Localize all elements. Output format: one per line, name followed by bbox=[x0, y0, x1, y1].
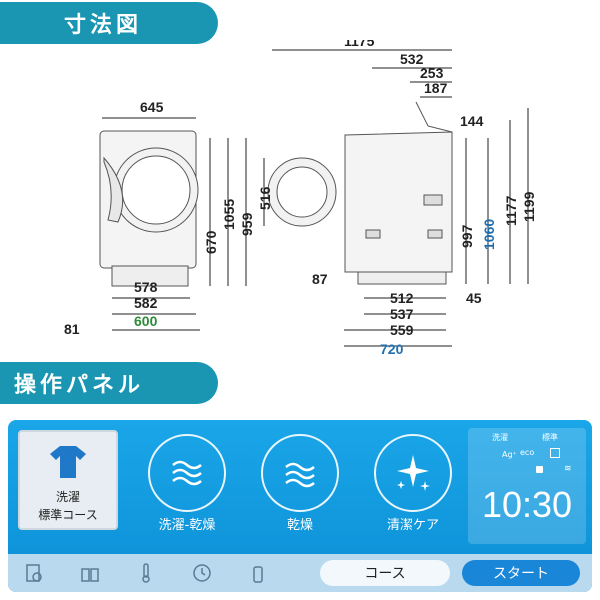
panel-section-title: 操作パネル bbox=[14, 373, 145, 398]
dim-front-depth-582: 582 bbox=[134, 295, 158, 311]
thermometer-icon[interactable] bbox=[136, 562, 156, 584]
dim-front-width: 645 bbox=[140, 99, 164, 115]
lock-icon bbox=[536, 466, 543, 473]
dry-label: 乾燥 bbox=[286, 518, 313, 533]
dim-side-253: 253 bbox=[420, 65, 444, 81]
dim-side-total-1175: 1175 bbox=[344, 40, 375, 49]
dimensions-section-header: 寸法図 bbox=[0, 2, 218, 44]
bottom-bar: コース スタート bbox=[8, 554, 592, 592]
dim-side-87: 87 bbox=[312, 271, 328, 287]
course-card-line1: 洗濯 bbox=[55, 490, 80, 504]
dim-side-144: 144 bbox=[460, 113, 484, 129]
dim-front-height-total: 1055 bbox=[221, 199, 237, 230]
dim-front-height-959: 959 bbox=[239, 212, 255, 236]
settings-icon[interactable] bbox=[24, 562, 44, 584]
clean-care-label: 清潔ケア bbox=[386, 518, 439, 533]
bottle-icon[interactable] bbox=[248, 562, 268, 584]
detergent-icon[interactable] bbox=[80, 562, 100, 584]
status-display: 洗濯 標準 Ag⁺ eco ≋ 10:30 bbox=[468, 428, 586, 544]
operation-panel: 洗濯 標準コース 洗濯-乾燥 乾燥 清潔ケア 洗濯 標準 Ag⁺ eco ≋ 1… bbox=[8, 420, 592, 592]
dim-front-left-81: 81 bbox=[64, 321, 80, 337]
door-view bbox=[267, 157, 337, 227]
front-view bbox=[99, 130, 199, 287]
course-button[interactable]: コース bbox=[320, 560, 450, 586]
settings-small-icon bbox=[550, 448, 560, 458]
dim-side-187: 187 bbox=[424, 80, 448, 96]
wash-dry-label: 洗濯-乾燥 bbox=[158, 518, 216, 533]
dim-side-532: 532 bbox=[400, 51, 424, 67]
start-button[interactable]: スタート bbox=[462, 560, 580, 586]
wifi-icon: ≋ bbox=[564, 464, 572, 474]
dim-side-559: 559 bbox=[390, 322, 414, 338]
dimension-lines bbox=[102, 49, 529, 347]
course-card[interactable]: 洗濯 標準コース bbox=[18, 430, 118, 530]
sparkle-icon bbox=[397, 455, 430, 491]
dry-button[interactable] bbox=[261, 434, 339, 512]
dim-side-537: 537 bbox=[390, 306, 414, 322]
dim-side-1177: 1177 bbox=[503, 195, 519, 226]
clean-care-button[interactable] bbox=[374, 434, 452, 512]
wave-icon bbox=[285, 462, 315, 488]
status-ag-label: Ag⁺ bbox=[502, 450, 517, 459]
dim-front-height-670: 670 bbox=[203, 230, 219, 254]
dim-front-depth-600: 600 bbox=[134, 313, 158, 329]
dim-front-depth-578: 578 bbox=[134, 279, 158, 295]
dim-side-997: 997 bbox=[459, 224, 475, 248]
dimension-drawing: 645 1055 959 670 516 578 582 600 81 1175… bbox=[64, 40, 537, 357]
dim-side-1060: 1060 bbox=[481, 219, 497, 250]
shirt-icon bbox=[50, 446, 86, 478]
wash-dry-button[interactable] bbox=[148, 434, 226, 512]
status-eco-label: eco bbox=[520, 448, 535, 457]
dim-side-1199: 1199 bbox=[521, 191, 537, 222]
panel-section-header: 操作パネル bbox=[0, 362, 218, 404]
timer-icon[interactable] bbox=[192, 562, 212, 584]
dim-side-720: 720 bbox=[380, 341, 404, 357]
dim-side-45: 45 bbox=[466, 290, 482, 306]
wave-icon bbox=[172, 460, 202, 486]
status-standard-label: 標準 bbox=[542, 433, 558, 442]
course-card-line2: 標準コース bbox=[38, 508, 98, 522]
side-view bbox=[344, 101, 453, 285]
dim-side-512: 512 bbox=[390, 290, 414, 306]
status-wash-label: 洗濯 bbox=[492, 433, 508, 442]
dimensions-section-title: 寸法図 bbox=[64, 13, 143, 38]
clock-display: 10:30 bbox=[481, 484, 573, 525]
dim-door-diameter: 516 bbox=[257, 186, 273, 210]
